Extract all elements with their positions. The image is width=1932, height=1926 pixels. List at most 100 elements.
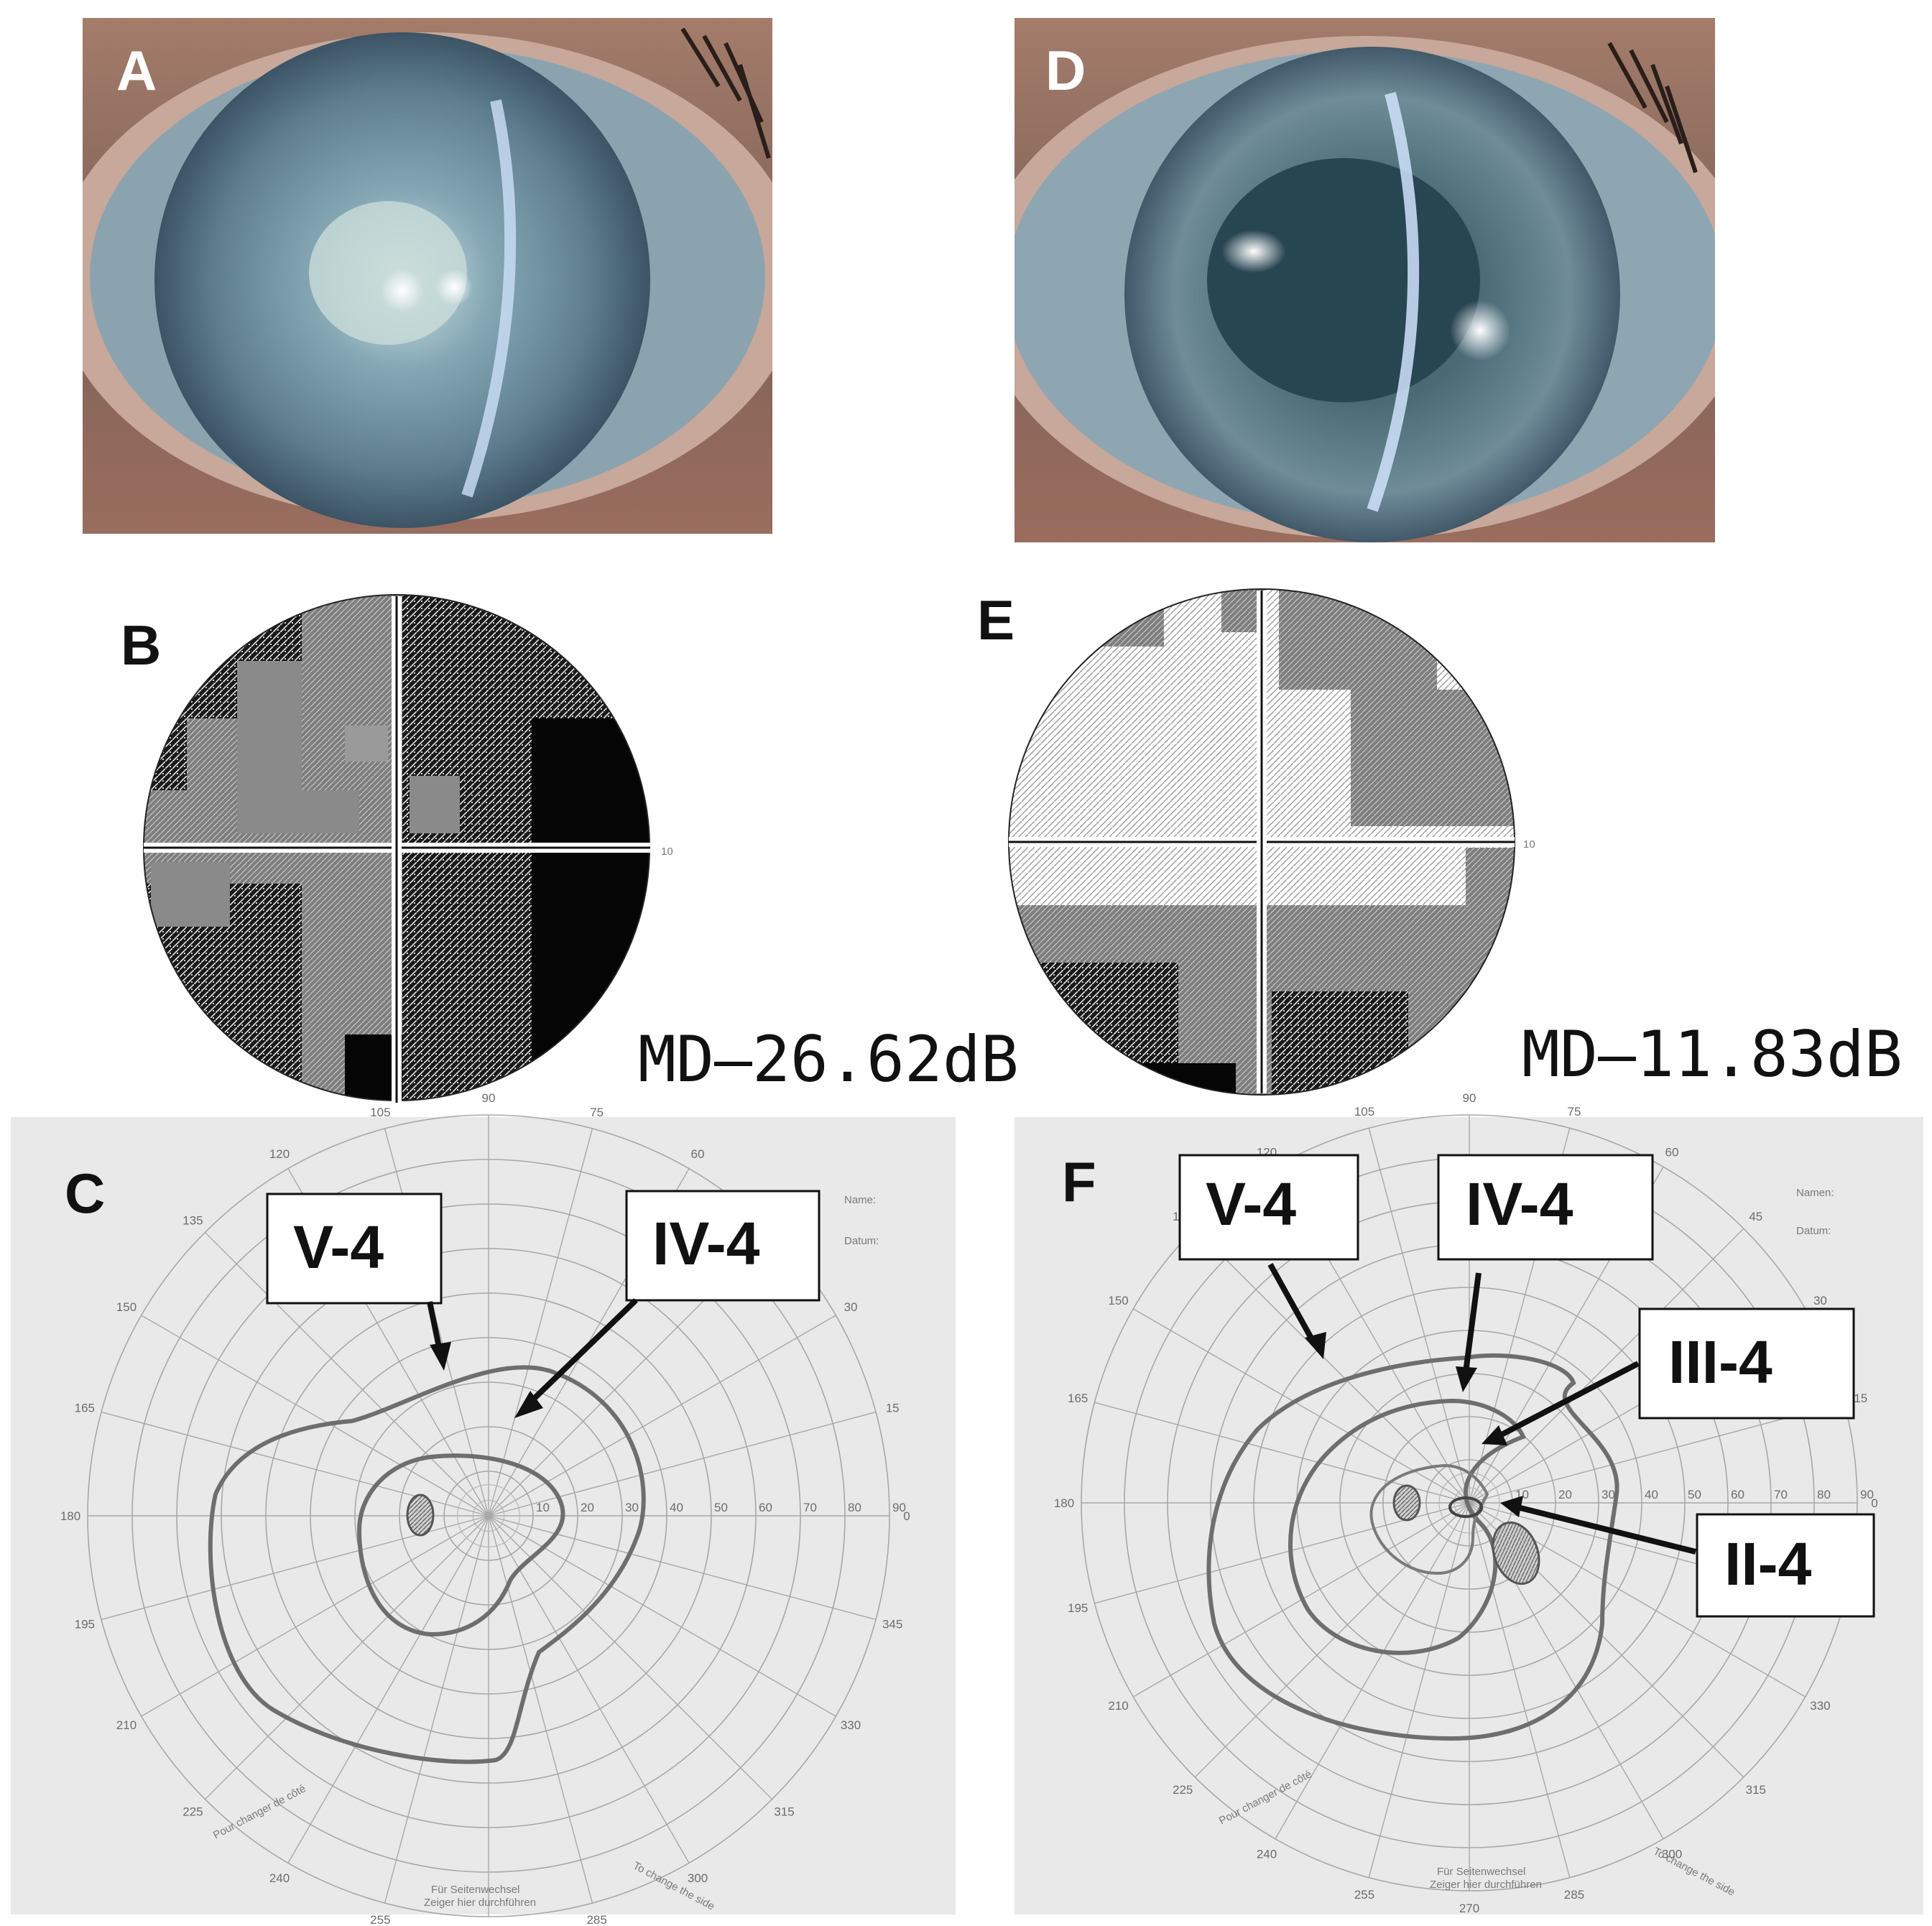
panel-c-blind-spot (406, 1494, 435, 1537)
panel-c-meridian-label: 240 (269, 1871, 290, 1885)
panel-c-perimetry: 1020304050607080900153045607590105120135… (11, 1091, 956, 1926)
panel-c-meridian (204, 1231, 489, 1517)
panel-f-radius-label: 90 (1860, 1488, 1874, 1501)
panel-f-form-switch: Für Seitenwechsel (1437, 1866, 1525, 1878)
panel-c-arrow-v4 (427, 1301, 443, 1351)
panel-e-md: MD—11.83dB (1522, 1017, 1903, 1091)
panel-f-meridian (1469, 1402, 1844, 1504)
panel-c-meridian-label: 150 (116, 1300, 137, 1314)
panel-c-radius-label: 30 (625, 1501, 639, 1514)
panel-c-meridian (488, 1128, 593, 1517)
panel-c-arrow-iv4 (530, 1298, 638, 1403)
panel-f-meridian-label: 0 (1871, 1496, 1877, 1510)
panel-c-meridian (488, 1515, 593, 1904)
panel-f-scotoma (1492, 1521, 1540, 1585)
panel-c-form-name: Name: (844, 1194, 876, 1206)
panel-c-center-ring (472, 1499, 505, 1532)
panel-f-meridian (1469, 1502, 1571, 1878)
panel-f-label-box-iii4 (1638, 1307, 1855, 1420)
panel-c-meridian-label: 345 (882, 1618, 902, 1631)
panel-f-isopter-ii4 (1448, 1496, 1483, 1518)
panel-c-meridian-label: 90 (482, 1091, 496, 1105)
panel-f-meridian-label: 270 (1459, 1902, 1479, 1915)
panel-c-meridian (488, 1515, 690, 1864)
panel-f-meridian-label: 150 (1108, 1294, 1128, 1307)
panel-f-radius-label: 30 (1601, 1488, 1615, 1501)
panel-c-radius-label: 20 (581, 1501, 594, 1514)
panel-c-meridian (488, 1411, 877, 1517)
panel-a-letter: A (116, 39, 157, 102)
panel-f-radius-label: 50 (1688, 1488, 1701, 1501)
panel-b-letter: B (121, 614, 161, 677)
panel-c-meridian-label: 165 (75, 1401, 95, 1415)
panel-f-meridian-label: 315 (1746, 1783, 1766, 1797)
panel-f-radius-label: 40 (1645, 1488, 1658, 1501)
panel-c-letter: C (65, 1162, 105, 1225)
panel-c-meridian-label: 195 (75, 1618, 95, 1631)
panel-c-meridian-label: 135 (182, 1213, 203, 1227)
panel-c-meridian-label: 225 (182, 1805, 203, 1819)
panel-c-meridian-label: 75 (590, 1106, 604, 1119)
panel-c-meridian (141, 1515, 489, 1717)
panel-f-form-pointer: Zeiger hier durchführen (1430, 1879, 1542, 1891)
panel-c-meridian-label: 300 (688, 1871, 708, 1885)
panel-c-meridian-label: 120 (269, 1147, 290, 1161)
panel-f-arrow-iv4 (1463, 1272, 1482, 1373)
panel-f-blind-spot (1392, 1484, 1421, 1522)
panel-c-radius-label: 60 (759, 1501, 772, 1514)
panel-f-label-iv4: IV-4 (1466, 1170, 1573, 1238)
panel-f-arrow-ii4 (1517, 1504, 1696, 1555)
panel-c-radius-label: 50 (714, 1501, 728, 1514)
panel-c-meridian (287, 1515, 489, 1864)
panel-f-meridian-label: 240 (1257, 1847, 1277, 1861)
panel-c-meridian-label: 180 (60, 1509, 80, 1523)
panel-c-meridian-label: 210 (116, 1718, 137, 1732)
panel-f-label-box-ii4 (1696, 1513, 1875, 1618)
panel-b-scale-label: 10 (661, 846, 673, 858)
panel-f-label-box-v4 (1178, 1154, 1359, 1261)
panel-c-form-switch: Für Seitenwechsel (431, 1884, 519, 1896)
panel-c-meridian (488, 1515, 773, 1800)
panel-f-isopter-iii4 (1369, 1463, 1489, 1575)
panel-f-letter: F (1062, 1150, 1096, 1213)
panel-f-meridian-label: 30 (1813, 1294, 1827, 1307)
panel-c-radius-label: 40 (670, 1501, 683, 1514)
panel-c-label-v4: V-4 (293, 1213, 384, 1281)
panel-f-meridian-label: 285 (1564, 1888, 1584, 1902)
panel-f-meridian-label: 45 (1749, 1210, 1762, 1223)
panel-f-isopter-v4 (1206, 1353, 1619, 1741)
panel-f-meridian-label: 330 (1810, 1699, 1830, 1713)
panel-f-label-iii4: III-4 (1668, 1328, 1772, 1396)
panel-f-meridian (1194, 1228, 1470, 1504)
panel-f-radius-label: 70 (1774, 1488, 1788, 1501)
panel-f-meridian-label: 165 (1068, 1392, 1088, 1405)
panel-f-label-v4: V-4 (1206, 1170, 1296, 1238)
panel-e-letter: E (977, 588, 1014, 652)
panel-c-label-box-v4 (266, 1193, 443, 1305)
panel-f-form-date: Datum: (1796, 1225, 1831, 1237)
panel-f-perimetry: 1020304050607080900153045607590105120135… (1014, 1091, 1923, 1915)
panel-c-isopter-iv4 (356, 1453, 565, 1637)
panel-f-meridian-label: 255 (1354, 1888, 1374, 1902)
panel-b-md: MD—26.62dB (638, 1022, 1019, 1096)
panel-c-polar-grid (87, 1114, 890, 1917)
panel-e-visual-field (1008, 588, 1515, 1096)
panel-e-scale-label: 10 (1523, 838, 1535, 851)
panel-f-meridian (1275, 1502, 1470, 1840)
panel-c-meridian (488, 1515, 836, 1717)
panel-c-meridian-label: 15 (886, 1401, 900, 1415)
panel-c-radius-label: 10 (536, 1501, 550, 1514)
panel-c-meridian-label: 330 (841, 1718, 861, 1732)
panel-f-meridian-label: 195 (1068, 1601, 1088, 1615)
panel-f-meridian-label: 210 (1108, 1699, 1128, 1713)
panel-c-radius-label: 80 (848, 1501, 861, 1514)
panel-f-label-ii4: II-4 (1724, 1530, 1812, 1598)
panel-c-isopter-v4 (208, 1365, 646, 1764)
panel-f-meridian (1368, 1128, 1470, 1504)
panel-c-center-ring (456, 1484, 520, 1548)
panel-c-meridian-label: 60 (691, 1147, 705, 1161)
panel-c-meridian-label: 315 (774, 1805, 794, 1819)
panel-c-meridian (384, 1515, 489, 1904)
panel-f-radius-label: 80 (1817, 1488, 1831, 1501)
